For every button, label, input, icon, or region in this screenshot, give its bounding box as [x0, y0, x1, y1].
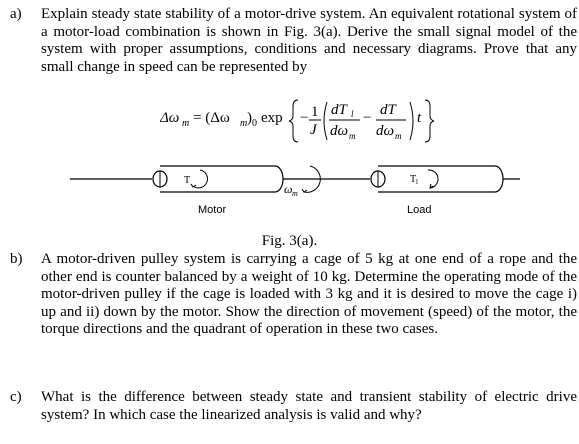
question-b-label: b) — [10, 251, 23, 267]
speed-change-equation: Δω m = (Δω m ) 0 exp − 1 J dT l dω m − d… — [160, 99, 435, 143]
question-b-text: A motor-driven pulley system is carrying… — [41, 251, 577, 338]
inner-paren-left — [323, 101, 328, 141]
motor-torque-arrow — [192, 169, 208, 189]
eq-sub-m: m — [240, 118, 247, 129]
figure-caption: Fig. 3(a). — [261, 233, 318, 249]
load-torque-arrowhead — [429, 183, 434, 190]
question-a-label: a) — [10, 6, 22, 22]
eq-dwm2-sub: m — [395, 131, 402, 141]
eq-exp: exp — [261, 110, 283, 126]
eq-dwm-sub: m — [349, 131, 356, 141]
eq-dTl: dT — [331, 102, 349, 118]
speed-label: ω — [284, 182, 292, 196]
inner-paren-right — [409, 101, 414, 141]
question-c-label: c) — [10, 389, 22, 405]
outer-brace-left — [288, 99, 299, 143]
load-torque-label: T — [410, 174, 416, 185]
outer-brace-right — [424, 99, 435, 143]
eq-dT: dT — [380, 102, 398, 118]
eq-equals: = (Δω — [193, 110, 230, 126]
eq-lhs-sub: m — [182, 118, 189, 129]
load-torque-label-sub: l — [416, 178, 418, 186]
question-a-text: Explain steady state stability of a moto… — [41, 6, 577, 75]
question-c-text: What is the difference between steady st… — [41, 389, 577, 423]
eq-minus: − — [363, 110, 371, 126]
speed-arrowhead — [301, 188, 308, 193]
motor-label: Motor — [198, 204, 226, 216]
motor-load-diagram: T ω m T l Motor Load — [70, 165, 520, 216]
eq-dwm: dω — [330, 123, 348, 139]
motor-torque-arrowhead — [190, 183, 197, 188]
eq-lhs: Δω — [160, 110, 179, 126]
motor-body — [160, 165, 284, 193]
motor-torque-label: T — [184, 175, 190, 186]
eq-close-paren: ) — [247, 110, 252, 126]
eq-sub-zero: 0 — [252, 118, 257, 129]
load-torque-arrow — [427, 169, 439, 189]
load-body — [378, 165, 504, 193]
speed-label-sub: m — [292, 189, 298, 198]
eq-J: J — [310, 122, 318, 138]
eq-dTl-sub: l — [351, 109, 354, 119]
eq-neg: − — [300, 110, 308, 126]
eq-one: 1 — [311, 104, 319, 120]
load-label: Load — [407, 204, 431, 216]
speed-arrow — [303, 165, 321, 193]
eq-t: t — [417, 110, 422, 126]
eq-dwm2: dω — [376, 123, 394, 139]
